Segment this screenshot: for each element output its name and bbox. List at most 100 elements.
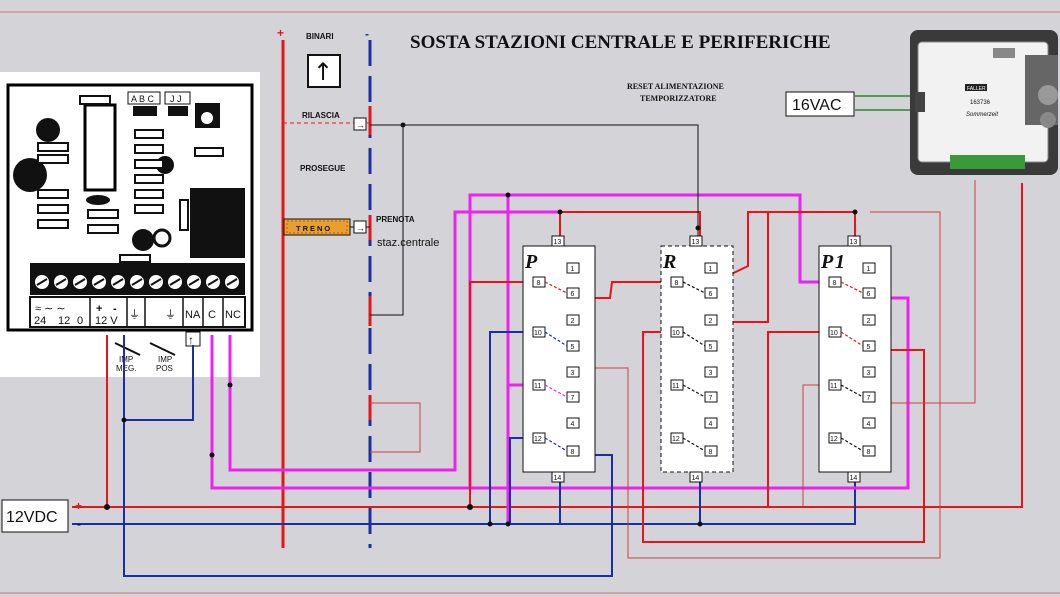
relay-pin-top-box [689,235,703,247]
relay-pin-right: 5 [709,344,713,351]
relay-pin-box [704,287,718,299]
vac-box [785,91,855,117]
prenota-sensor-arrow-icon: → [356,223,365,233]
terminal-contact-icon-2: ⏚ [165,308,176,321]
diagram-title: SOSTA STAZIONI CENTRALE E PERIFERICHE [410,32,831,53]
relay-pin-right: 6 [571,291,575,298]
relay-pin-left: 11 [830,383,837,390]
relay-pin-left: 11 [672,383,679,390]
terminal-plus: + [96,303,102,315]
imp-meg-label-1: IMP [119,355,133,364]
relay-pin-right: 7 [571,395,575,402]
timer-brand: FALLER [967,86,986,92]
terminal-na: NA [185,309,201,321]
relay-pin-box [566,417,580,429]
timer-module: FALLER 163736 Sommerzeit [910,30,1058,175]
relay-pin-box [566,314,580,326]
train-label: TRENO [296,224,332,233]
relay-pin-left: 8 [537,280,541,287]
relay-pin-box [704,417,718,429]
junctions [104,122,858,527]
relay-contact [544,437,568,452]
timer-terminal-strip [950,155,1025,169]
relay-pin-bottom: 14 [692,475,700,482]
imp-pos-label-1: IMP [158,355,172,364]
relay-contact [682,437,706,452]
relay-contact [544,331,568,347]
relay-pin-box [862,287,876,299]
direction-box [307,54,341,88]
vdc-label: 12VDC [6,509,58,526]
relay-pin-right: 7 [867,395,871,402]
rail-plus-marker: + [277,26,284,40]
relay-pin-right: 1 [709,266,713,273]
relay-pin-left: 10 [534,330,542,337]
ic-chip [83,103,117,192]
relay-pin-bottom-box [689,471,703,483]
relay-pin-top: 13 [850,239,858,246]
prenota-label: PRENOTA [376,215,415,224]
imp-meg-switch: IMP MEG. [114,342,141,373]
relay-pin-box [862,314,876,326]
timer-name: Sommerzeit [966,112,998,118]
relay-pin-right: 4 [571,421,575,428]
relay-pin-top-box [847,235,861,247]
train-block: TRENO [283,218,351,236]
relay-contact [544,384,568,398]
terminal-12: 12 [58,315,70,327]
relay-pin-left: 12 [830,436,838,443]
imp-pos-label-2: POS [156,364,173,373]
imp-meg-label-2: MEG. [116,364,136,373]
relay-pin-box [566,287,580,299]
capacitor-5 [152,228,172,248]
relay-letter: P [524,251,538,273]
vdc-plus-marker: + [75,499,82,513]
relay-pin-right: 2 [709,318,713,325]
relay-pin-right: 3 [571,370,575,377]
relay-pin-right: 2 [571,318,575,325]
relay-pin-top-box [551,235,565,247]
relay-pin-left: 10 [672,330,680,337]
relay-pin-right: 5 [571,344,575,351]
relay-pin-right: 3 [709,370,713,377]
relay-pin-box [862,262,876,274]
rilascia-sensor-arrow-icon: → [356,120,365,130]
relay-pin-right: 1 [571,266,575,273]
relay-pin-top: 13 [692,239,700,246]
relay-contact [682,281,706,294]
relay-contact [840,281,864,294]
relay-pin-left: 11 [534,383,541,390]
trimmer-knob [201,112,213,124]
prosegue-label: PROSEGUE [300,164,346,173]
binari-label: BINARI [306,32,334,41]
control-board: A B C J J ≈ ∼ ∼ [0,72,260,377]
relay-pin-left: 8 [675,280,679,287]
relay-pin-right: 2 [867,318,871,325]
terminal-contact-icon-1: ⏚ [129,308,140,321]
relay-pin-left: 12 [534,436,542,443]
relay-pin-bottom-box [847,471,861,483]
relay-pin-right: 8 [709,449,713,456]
relay-pin-right: 3 [867,370,871,377]
up-arrow-icon: ↑ [313,58,333,86]
relay-contact [840,437,864,452]
relay-pin-right: 8 [867,449,871,456]
terminal-0: 0 [77,315,83,327]
reset-label-line2: TEMPORIZZATORE [640,94,717,103]
relays: 1314P8101112162537481314R810111216253748… [522,235,892,483]
relay-pin-box [704,366,718,378]
header-jj-box [164,91,191,105]
board-outline [6,83,254,332]
relay-pin-box [566,262,580,274]
terminal-screws [35,275,239,289]
relay-letter: R [662,251,676,273]
relay-pin-box [862,417,876,429]
relay-pin-bottom: 14 [554,475,562,482]
reset-label-line1: RESET ALIMENTAZIONE [627,82,724,91]
terminal-12v: 12 V [95,315,118,327]
terminal-minus: - [113,303,117,315]
